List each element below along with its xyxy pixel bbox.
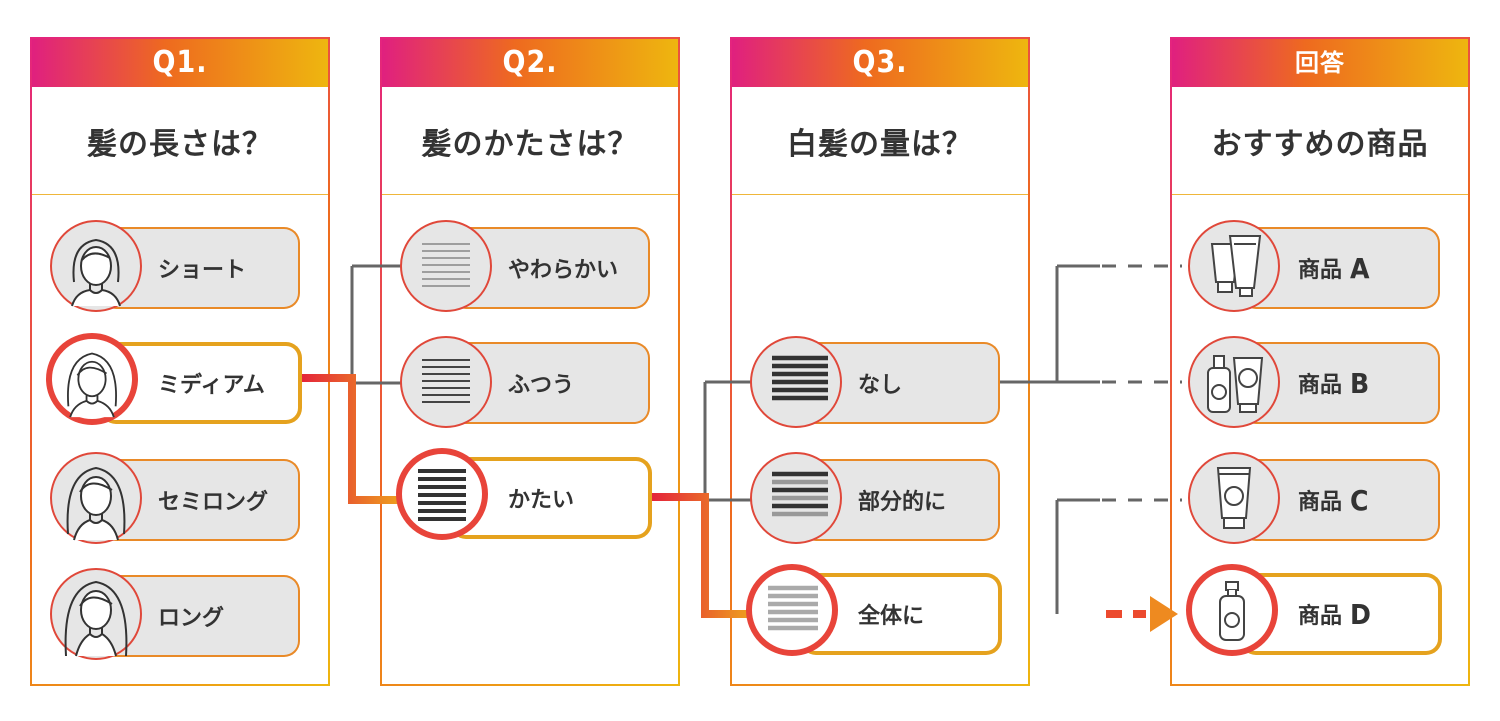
- q2-question: 髪のかたさは？: [382, 87, 678, 195]
- q3-option-label: なし: [858, 373, 903, 398]
- q1-header: Q1.: [32, 39, 328, 87]
- product-letter: B: [1350, 366, 1370, 400]
- no-gray-lines-icon: [750, 336, 842, 428]
- product-label: 商品: [1298, 604, 1343, 629]
- q3-question: 白髪の量は？: [732, 87, 1028, 195]
- q2-header: Q2.: [382, 39, 678, 87]
- q3-option-label: 全体に: [858, 604, 925, 629]
- q3-option-label: 部分的に: [858, 490, 947, 515]
- hard-hair-lines-icon: [396, 448, 488, 540]
- q2-column: Q2. 髪のかたさは？: [380, 37, 680, 686]
- q1-option-label: ショート: [158, 258, 247, 283]
- bottle-jar-icon: [1188, 336, 1280, 428]
- q1-option-label: ミディアム: [158, 373, 265, 398]
- product-label: 商品: [1298, 258, 1343, 283]
- tube-icon: [1188, 452, 1280, 544]
- bottle-icon: [1186, 564, 1278, 656]
- q1-question: 髪の長さは？: [32, 87, 328, 195]
- medium-hair-woman-icon: [46, 333, 138, 425]
- semilong-hair-woman-icon: [50, 452, 142, 544]
- normal-hair-lines-icon: [400, 336, 492, 428]
- product-letter: C: [1350, 483, 1369, 517]
- long-hair-woman-icon: [50, 568, 142, 660]
- product-letter: D: [1350, 597, 1371, 631]
- full-gray-lines-icon: [746, 564, 838, 656]
- tubes-icon: [1188, 220, 1280, 312]
- soft-hair-lines-icon: [400, 220, 492, 312]
- q1-option-label: ロング: [158, 606, 225, 631]
- q2-option-label: ふつう: [508, 373, 575, 398]
- product-letter: A: [1350, 251, 1370, 285]
- q3-header: Q3.: [732, 39, 1028, 87]
- product-label: 商品: [1298, 373, 1343, 398]
- product-label: 商品: [1298, 490, 1343, 515]
- answer-question: おすすめの商品: [1172, 87, 1468, 195]
- short-hair-woman-icon: [50, 220, 142, 312]
- answer-header: 回答: [1172, 39, 1468, 87]
- q2-option-label: かたい: [508, 488, 575, 513]
- q2-option-label: やわらかい: [508, 258, 619, 283]
- partial-gray-lines-icon: [750, 452, 842, 544]
- q1-option-label: セミロング: [158, 490, 269, 515]
